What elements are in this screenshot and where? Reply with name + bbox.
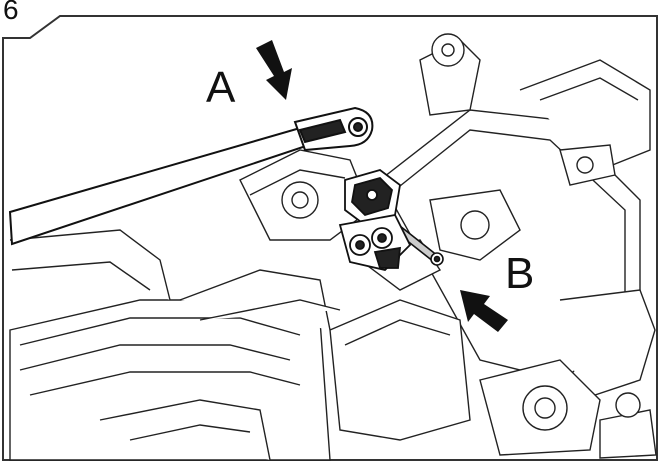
shock-rod-a: [8, 106, 374, 246]
panel-border: [2, 15, 658, 461]
step-number: 6: [3, 0, 19, 25]
arrow-a-icon: [256, 40, 292, 100]
callout-label-a: A: [206, 63, 236, 112]
chassis-lineart: [9, 33, 657, 461]
pivot-block: [338, 169, 412, 271]
arrow-b-icon: [460, 290, 508, 332]
callout-label-b: B: [505, 249, 535, 298]
